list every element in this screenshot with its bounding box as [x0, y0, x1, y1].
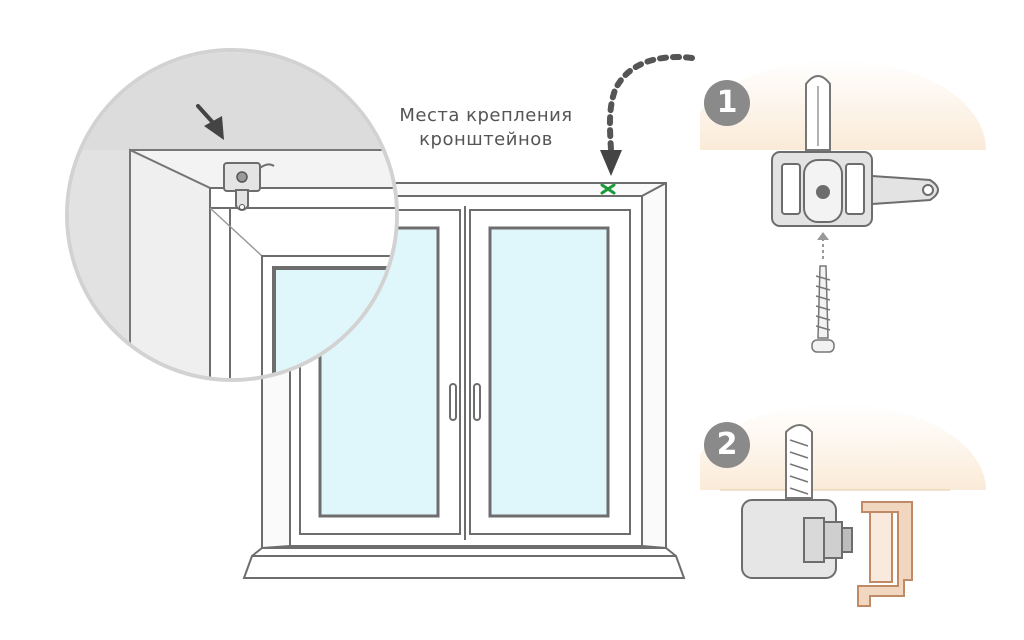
rail-profile: [857, 501, 913, 607]
dowel-with-screw: [785, 424, 813, 499]
window-sill: [242, 555, 686, 579]
step-badge-2: 2: [704, 422, 750, 468]
bracket-closeup: [223, 162, 275, 211]
step-badge-1: 1: [704, 80, 750, 126]
left-handle: [449, 383, 457, 421]
mounting-points-caption: Места крепления кронштейнов: [368, 104, 604, 152]
detail-1: [700, 60, 986, 353]
right-handle: [473, 383, 481, 421]
pointer-arrow-icon: [196, 104, 224, 140]
screw: [811, 265, 835, 353]
caption-line-1: Места крепления: [399, 105, 573, 126]
curved-arrow-icon: [600, 54, 695, 176]
detail-2: [700, 404, 986, 607]
x-mark-icon: [600, 183, 616, 195]
right-glass: [488, 226, 610, 518]
caption-line-2: кронштейнов: [419, 129, 553, 150]
bracket-arm: [871, 174, 939, 206]
